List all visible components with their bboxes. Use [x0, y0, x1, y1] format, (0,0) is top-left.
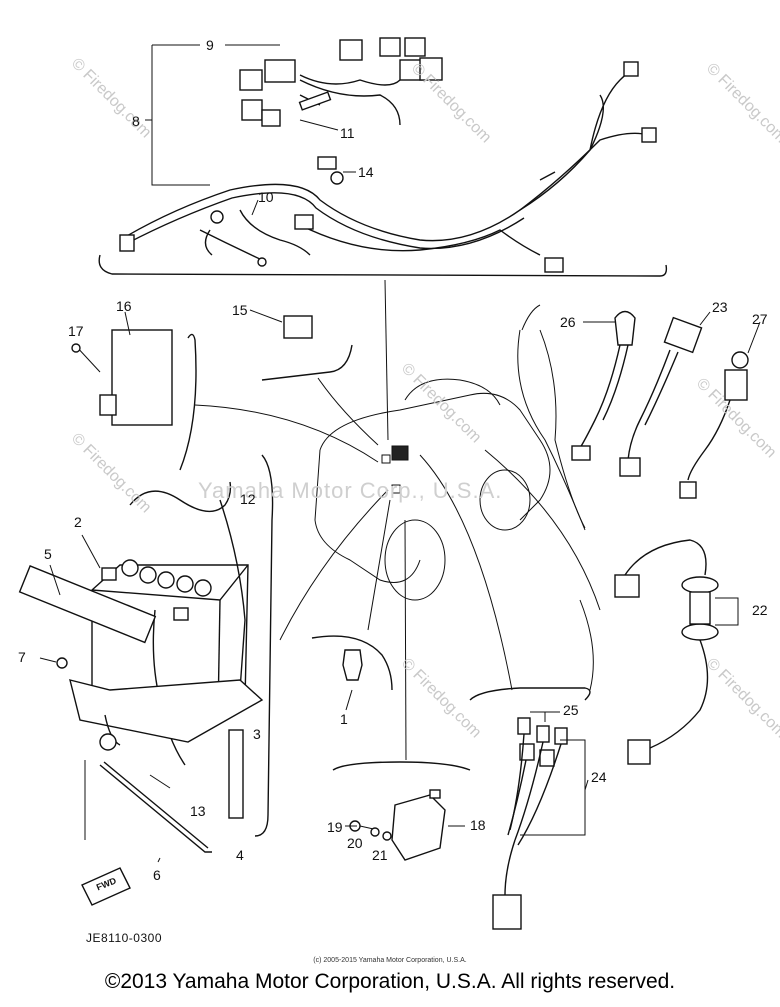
- leader-curves: [194, 279, 601, 761]
- callout-8: 8: [132, 113, 140, 129]
- callout-20: 20: [347, 835, 363, 851]
- relay-group: [249, 309, 353, 381]
- callout-13: 13: [190, 803, 206, 819]
- callout-15: 15: [232, 302, 248, 318]
- fine-print: (c) 2005-2015 Yamaha Motor Corporation, …: [313, 957, 467, 964]
- callout-6: 6: [153, 867, 161, 883]
- sub-harness-group: [469, 687, 591, 930]
- callout-2: 2: [74, 514, 82, 530]
- battery-group: [18, 454, 274, 906]
- callout-26: 26: [560, 314, 576, 330]
- lead-wire-group: [539, 329, 739, 765]
- callout-18: 18: [470, 817, 486, 833]
- callout-16: 16: [116, 298, 132, 314]
- wire-harness-group: [98, 37, 668, 277]
- cdi-unit-group: [71, 311, 197, 471]
- sensor-switch-group: [311, 635, 393, 711]
- vehicle-outline: [314, 378, 551, 601]
- copyright-notice: ©2013 Yamaha Motor Corporation, U.S.A. A…: [104, 970, 676, 993]
- callout-17: 17: [68, 323, 84, 339]
- callout-25: 25: [563, 702, 579, 718]
- callout-4: 4: [236, 847, 244, 863]
- callout-9: 9: [206, 37, 214, 53]
- callout-22: 22: [752, 602, 768, 618]
- callout-7: 7: [18, 649, 26, 665]
- center-watermark: Yamaha Motor Corp., U.S.A.: [198, 478, 503, 503]
- callout-1: 1: [340, 711, 348, 727]
- callout-19: 19: [327, 819, 343, 835]
- callout-11: 11: [340, 125, 355, 141]
- switch-18-group: [332, 761, 471, 861]
- switches-group: [521, 304, 761, 499]
- callout-3: 3: [253, 726, 261, 742]
- callout-23: 23: [712, 299, 728, 315]
- callout-21: 21: [372, 847, 388, 863]
- callout-14: 14: [358, 164, 374, 180]
- callout-24: 24: [591, 769, 607, 785]
- callout-10: 10: [258, 189, 274, 205]
- callout-12: 12: [240, 491, 256, 507]
- drawing-code: JE8110-0300: [86, 931, 162, 945]
- callout-5: 5: [44, 546, 52, 562]
- callout-27: 27: [752, 311, 768, 327]
